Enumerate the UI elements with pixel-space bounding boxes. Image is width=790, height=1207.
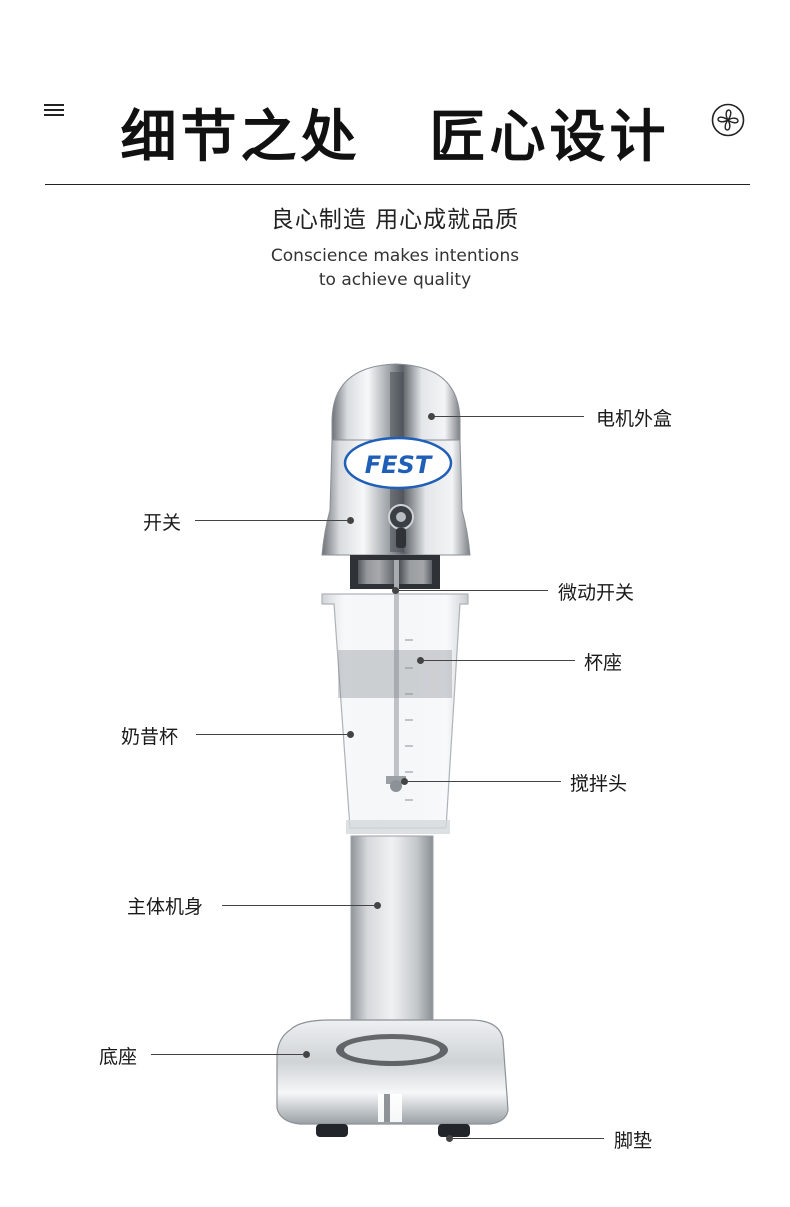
callout-dot-main-body bbox=[374, 902, 381, 909]
milkshake-cup bbox=[321, 593, 469, 829]
callout-dot-switch bbox=[347, 517, 354, 524]
callout-milkshake-cup: 奶昔杯 bbox=[121, 726, 179, 748]
callout-dot-mixing-head bbox=[401, 778, 408, 785]
title-part-1: 细节之处 bbox=[120, 105, 361, 170]
callout-line-base bbox=[151, 1054, 303, 1055]
header-divider bbox=[45, 184, 750, 185]
menu-icon[interactable] bbox=[44, 104, 64, 116]
callout-line-micro-switch bbox=[396, 590, 548, 591]
subtitle-en-line-1: Conscience makes intentions bbox=[270, 246, 520, 266]
callout-main-body: 主体机身 bbox=[127, 896, 204, 918]
page-title: 细节之处 匠心设计 bbox=[0, 92, 790, 173]
callout-foot-pad: 脚垫 bbox=[614, 1130, 653, 1152]
brand-logo: FEST bbox=[365, 451, 433, 479]
callout-line-main-body bbox=[222, 905, 374, 906]
callout-dot-foot-pad bbox=[446, 1135, 453, 1142]
callout-line-cup-holder bbox=[421, 660, 575, 661]
callout-line-mixing-head bbox=[405, 781, 561, 782]
fan-icon[interactable] bbox=[711, 103, 745, 137]
foot-pad-right bbox=[438, 1124, 470, 1137]
callout-base: 底座 bbox=[99, 1046, 138, 1068]
callout-line-motor-housing bbox=[432, 416, 584, 417]
callout-dot-base bbox=[303, 1051, 310, 1058]
callout-dot-milkshake-cup bbox=[347, 731, 354, 738]
callout-line-foot-pad bbox=[450, 1138, 604, 1139]
callout-dot-motor-housing bbox=[428, 413, 435, 420]
main-body-column bbox=[350, 835, 434, 1027]
cup-measurement-scale bbox=[405, 639, 413, 801]
foot-pad-left bbox=[316, 1124, 348, 1137]
brand-badge bbox=[343, 436, 453, 490]
callout-dot-cup-holder bbox=[417, 657, 424, 664]
callout-dot-micro-switch bbox=[392, 587, 399, 594]
callout-cup-holder: 杯座 bbox=[584, 652, 623, 674]
callout-motor-housing: 电机外盒 bbox=[596, 408, 673, 430]
callout-micro-switch: 微动开关 bbox=[558, 582, 635, 604]
callout-mixing-head: 搅拌头 bbox=[570, 773, 628, 795]
callout-line-milkshake-cup bbox=[196, 734, 347, 735]
subtitle-cn: 良心制造 用心成就品质 bbox=[270, 207, 520, 233]
callout-switch: 开关 bbox=[143, 512, 182, 534]
subtitle-en: Conscience makes intentions to achieve q… bbox=[0, 244, 790, 292]
title-part-2: 匠心设计 bbox=[429, 105, 670, 170]
callout-line-switch bbox=[195, 520, 347, 521]
subtitle-en-line-2: to achieve quality bbox=[318, 270, 472, 290]
